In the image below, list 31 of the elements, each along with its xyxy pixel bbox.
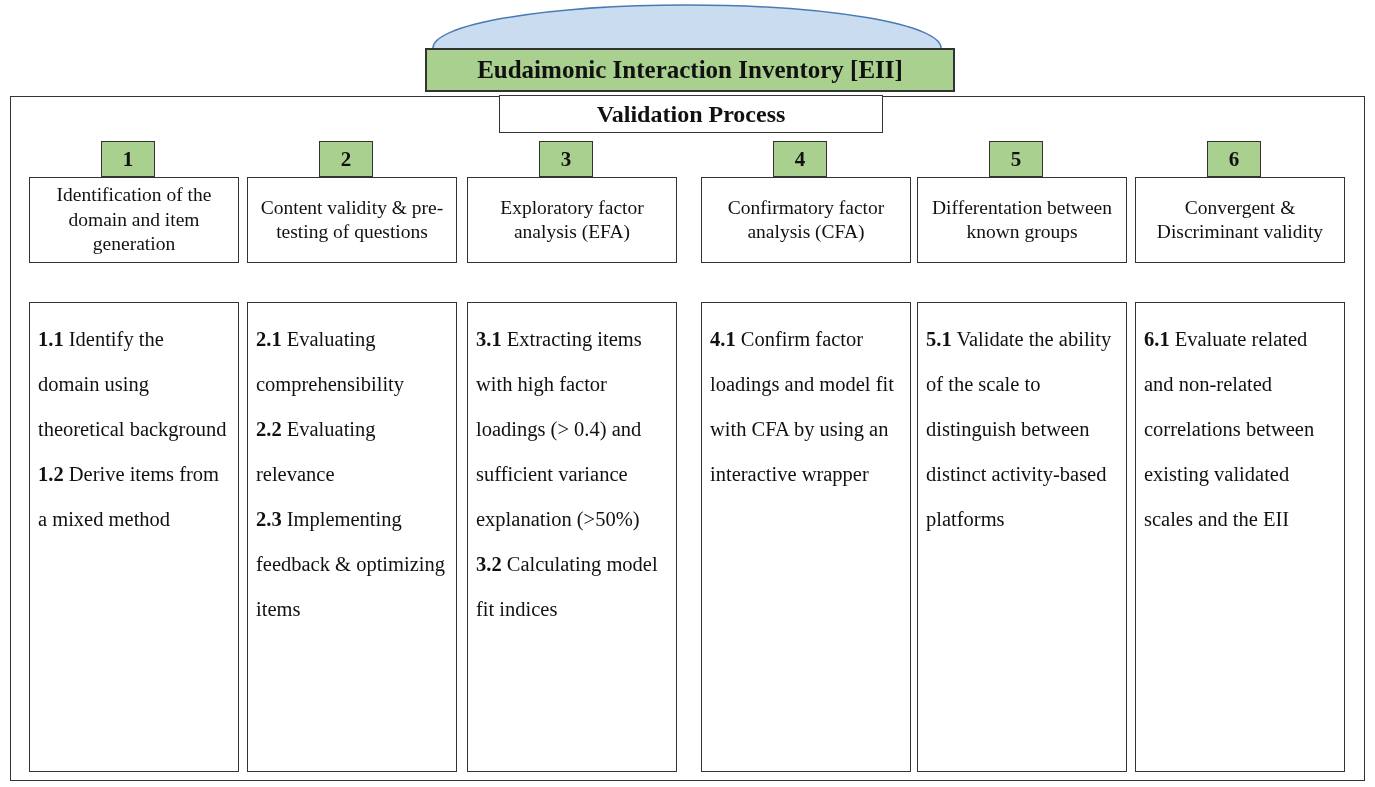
step-heading-box: Identification of the domain and item generation [29, 177, 239, 263]
step-detail-text: 1.1 Identify the domain using theoretical background [38, 327, 228, 443]
step-detail-text: 2.3 Implementing feedback & optimizing items [256, 507, 446, 622]
step-number-badge: 4 [773, 141, 827, 177]
step-detail-text: 3.1 Extracting items with high factor loadings (> 0.4) and sufficient variance explanation (>50%) [476, 327, 643, 533]
step-details-box [467, 302, 677, 772]
step-details-box [247, 302, 457, 772]
step-detail-text: 6.1 Evaluate related and non-related correlations between existing validated scales and the EII [1144, 327, 1316, 532]
step-detail-text: 2.1 Evaluating comprehensibility [256, 327, 406, 398]
step-heading-box: Exploratory factor analysis (EFA) [467, 177, 677, 263]
step-heading-box: Content validity & pre-testing of questions [247, 177, 457, 263]
title-box: Eudaimonic Interaction Inventory [EII] [425, 48, 955, 92]
process-frame [10, 96, 1365, 781]
step-number-badge: 1 [101, 141, 155, 177]
step-details-box [1135, 302, 1345, 772]
step-details-box [29, 302, 239, 772]
step-details-box [917, 302, 1127, 772]
step-detail-text: 3.2 Calculating model fit indices [476, 552, 659, 622]
step-detail-text: 2.2 Evaluating relevance [256, 417, 377, 487]
step-number-badge: 5 [989, 141, 1043, 177]
step-detail-text: 1.2 Derive items from a mixed method [38, 462, 221, 532]
step-heading-box: Convergent & Discriminant validity [1135, 177, 1345, 263]
step-details-box [701, 302, 911, 772]
step-number-badge: 6 [1207, 141, 1261, 177]
step-heading-box: Confirmatory factor analysis (CFA) [701, 177, 911, 263]
section-heading: Validation Process [499, 95, 883, 133]
step-number-badge: 2 [319, 141, 373, 177]
step-detail-text: 5.1 Validate the ability of the scale to distinguish between distinct activity-based platforms [926, 327, 1113, 533]
step-detail-text: 4.1 Confirm factor loadings and model fit with CFA by using an interactive wrapper [710, 327, 895, 488]
step-number-badge: 3 [539, 141, 593, 177]
step-heading-box: Differentation between known groups [917, 177, 1127, 263]
